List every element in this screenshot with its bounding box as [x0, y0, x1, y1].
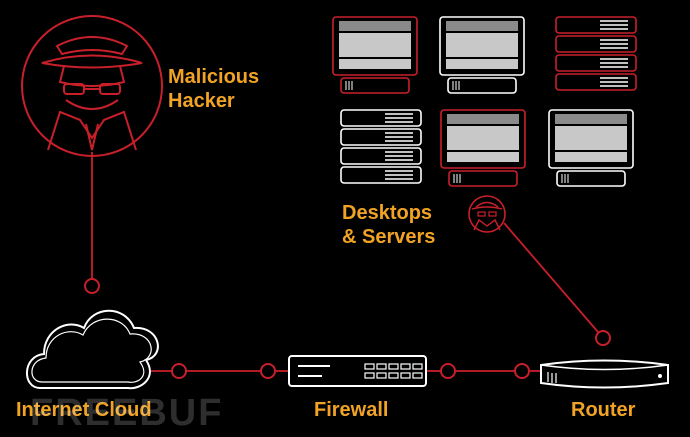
desktops-servers-group: [332, 16, 637, 187]
server-unit: [340, 109, 422, 127]
firewall-icon: [288, 355, 427, 387]
desktop-computer: [332, 16, 418, 94]
desktop-computer: [548, 109, 634, 187]
server-unit: [555, 54, 637, 72]
server-unit: [555, 73, 637, 91]
firewall-label: Firewall: [314, 399, 389, 421]
server-unit: [555, 35, 637, 53]
desktop-computer: [439, 16, 525, 94]
router-label: Router: [571, 399, 636, 421]
cloud-icon: [26, 309, 159, 390]
connector-dot: [440, 363, 456, 379]
connector-dot: [84, 278, 100, 294]
hacker-label-line1: Malicious: [168, 66, 260, 88]
desktops-label-line1: Desktops: [342, 202, 433, 224]
router-icon: [540, 359, 669, 389]
desktops-label-line2: & Servers: [342, 226, 436, 248]
connector-dot: [514, 363, 530, 379]
server-unit: [340, 166, 422, 184]
cloud-label: Internet Cloud: [16, 399, 152, 421]
connector-dot: [171, 363, 187, 379]
desktops-label: Desktops & Servers: [342, 201, 435, 249]
server-unit: [340, 147, 422, 165]
spy-icon: [468, 195, 506, 233]
desktop-computer: [440, 109, 526, 187]
hacker-label: Malicious Hacker: [168, 65, 259, 113]
spy-icon: [21, 15, 163, 157]
hacker-label-line2: Hacker: [168, 90, 235, 112]
connector-dot: [260, 363, 276, 379]
server-unit: [340, 128, 422, 146]
desktops-router-link: [503, 222, 599, 333]
connector-dot: [595, 330, 611, 346]
server-unit: [555, 16, 637, 34]
